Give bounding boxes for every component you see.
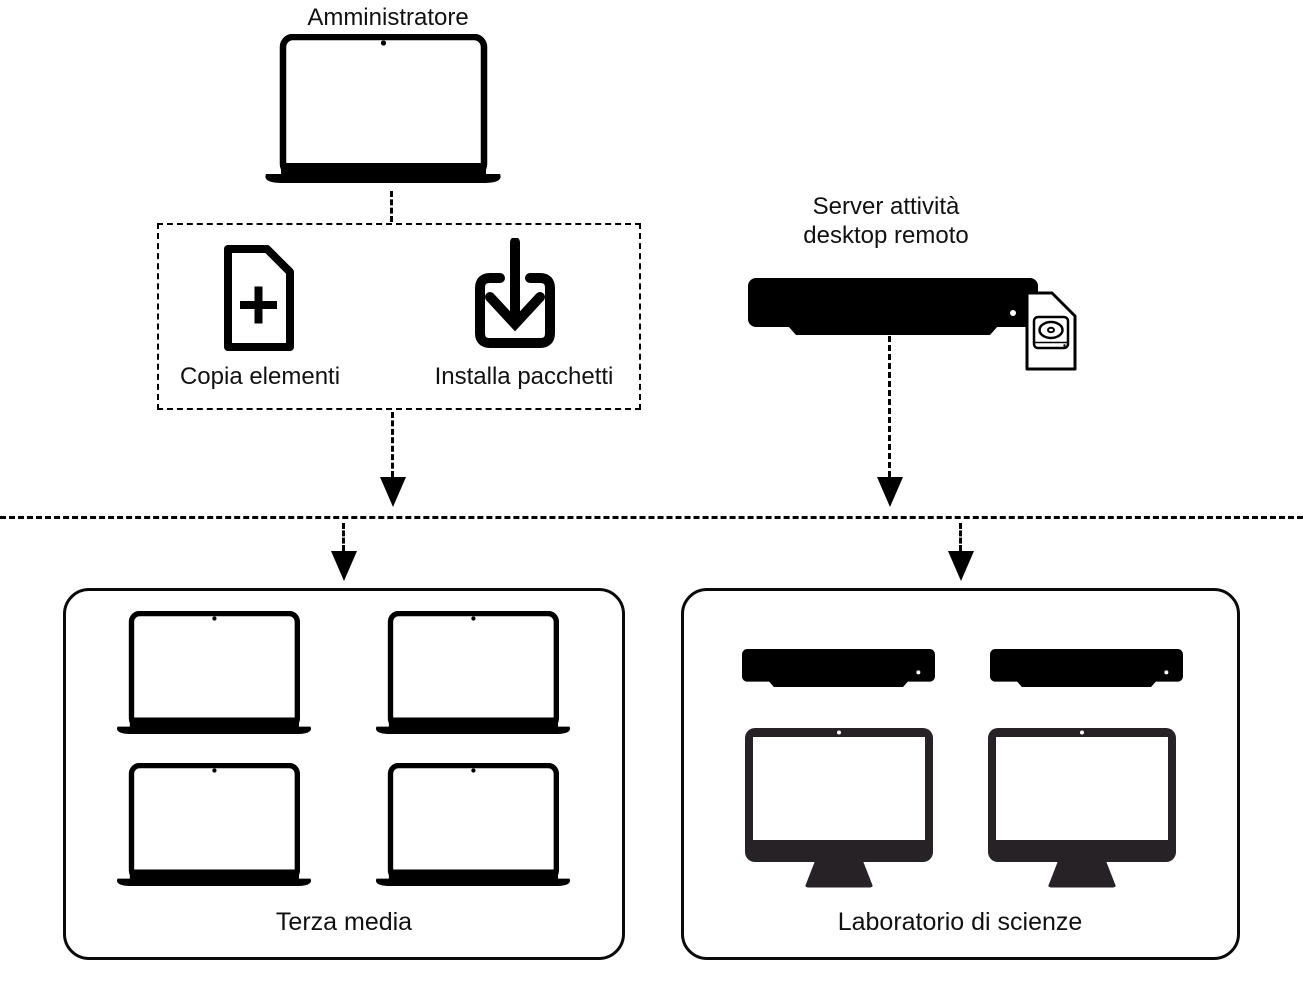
macbook-icon bbox=[374, 611, 572, 739]
macbook-icon bbox=[115, 763, 313, 891]
copy-items-label: Copia elementi bbox=[179, 363, 341, 390]
admin-label: Amministratore bbox=[307, 4, 469, 31]
imac-icon bbox=[988, 728, 1176, 888]
install-packages-label: Installa pacchetti bbox=[434, 363, 614, 390]
server-icon bbox=[990, 649, 1183, 687]
disk-image-icon bbox=[1025, 291, 1077, 371]
macbook-icon bbox=[115, 611, 313, 739]
network-line bbox=[0, 516, 1303, 519]
macbook-icon bbox=[263, 34, 503, 189]
imac-icon bbox=[745, 728, 933, 888]
connector-network-to-group1 bbox=[342, 523, 345, 551]
document-plus-icon bbox=[224, 245, 294, 351]
group2-label: Laboratorio di scienze bbox=[837, 908, 1083, 936]
arrowhead-network-to-group1 bbox=[331, 551, 357, 581]
arrowhead-network-to-group2 bbox=[948, 551, 974, 581]
install-package-icon bbox=[475, 238, 555, 348]
connector-admin-to-actions bbox=[390, 191, 393, 222]
task-server-label-line2: desktop remoto bbox=[803, 222, 969, 249]
group1-label: Terza media bbox=[275, 908, 413, 936]
arrowhead-actions-to-network bbox=[380, 477, 406, 507]
connector-network-to-group2 bbox=[959, 523, 962, 551]
task-server-label: Server attività desktop remoto bbox=[803, 192, 968, 250]
macbook-icon bbox=[374, 763, 572, 891]
arrowhead-server-to-network bbox=[877, 477, 903, 507]
actions-group-box bbox=[157, 223, 641, 410]
task-server-label-line1: Server attività bbox=[812, 193, 960, 220]
connector-server-to-network bbox=[888, 336, 891, 477]
server-icon bbox=[742, 649, 935, 687]
connector-actions-to-network bbox=[391, 412, 394, 477]
server-icon bbox=[748, 278, 1038, 335]
